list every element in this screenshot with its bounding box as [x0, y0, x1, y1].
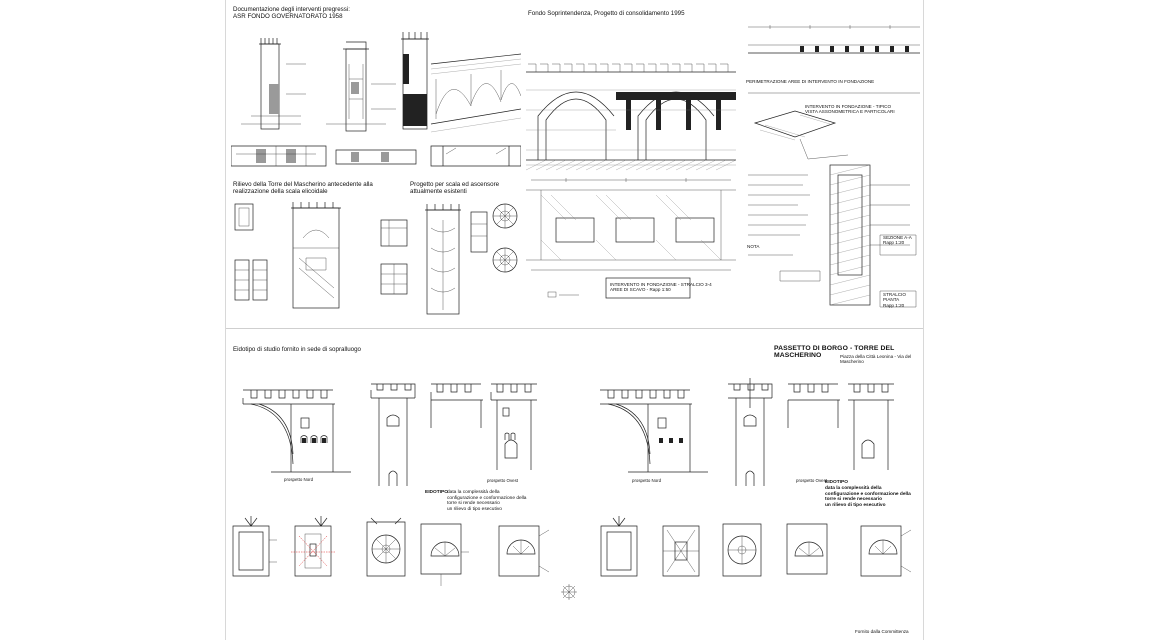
- foundation-typical-label: INTERVENTO IN FONDAZIONE - TIPICO VISTA …: [805, 104, 895, 115]
- elevations-group-1: [241, 378, 541, 488]
- elevations-2-svg: [600, 378, 894, 486]
- note-label: NOTA: [747, 244, 760, 249]
- prospetto-nord-label-2: prospetto Nord: [632, 478, 662, 483]
- elevations-1-svg: [242, 383, 537, 486]
- consolidation-svg: [526, 63, 736, 299]
- helical-stair-svg: [234, 202, 518, 315]
- archive-drawings-1958: [231, 24, 521, 172]
- section-divider: [226, 328, 923, 329]
- foundation-perimeter-label: PERIMETRAZIONE AREE DI INTERVENTO IN FON…: [746, 79, 875, 84]
- eidotipo-label-1: EIDOTIPO: [425, 490, 448, 495]
- project-subheading: Progetto per scala ed ascensore attualme…: [410, 181, 500, 196]
- prospetto-ovest-label-1: prospetto Ovest: [487, 478, 518, 483]
- consolidation-heading: Fondo Soprintendenza, Progetto di consol…: [528, 10, 685, 17]
- survey-subheading: Rilievo della Torre del Mascherino antec…: [233, 181, 373, 196]
- archive-heading: Documentazione degli interventi pregress…: [233, 6, 350, 21]
- eidotipo-text-1: data la complessità della configurazione…: [447, 490, 527, 512]
- drawing-sheet: Documentazione degli interventi pregress…: [225, 0, 924, 640]
- foundation-svg: [748, 25, 920, 308]
- prospetto-ovest-label-2: prospetto Ovest: [796, 478, 827, 483]
- plan-extract-label: STRALCIO PIANTA Rapp 1:20: [883, 292, 906, 308]
- eidotipo-heading: Eidotipo di studio fornito in sede di so…: [233, 346, 361, 353]
- consolidation-drawings-1995: [526, 30, 736, 310]
- footer-source: Fornito dalla Committenza: [855, 629, 909, 634]
- section-aa-label: SEZIONE A-A Rapp 1:20: [883, 235, 912, 246]
- eidotipo-label-2: EIDOTIPO: [825, 480, 848, 485]
- archive-drawings-svg: [231, 32, 521, 167]
- consolidation-stamp: INTERVENTO IN FONDAZIONE - STRALCIO 3-4 …: [610, 282, 712, 293]
- foundation-drawings: [740, 15, 923, 315]
- elevations-group-2: [598, 378, 898, 488]
- eidotipo-text-2: data la complessità della configurazione…: [825, 486, 911, 508]
- project-title: PASSETTO DI BORGO - TORRE DEL MASCHERINO: [774, 345, 895, 360]
- plans-svg: [232, 516, 912, 600]
- project-address: Piazza della Città Leonina - Via del Mas…: [840, 354, 912, 365]
- prospetto-nord-label-1: prospetto Nord: [284, 477, 314, 482]
- helical-stair-drawings: [231, 198, 523, 320]
- plans-row: [231, 512, 921, 608]
